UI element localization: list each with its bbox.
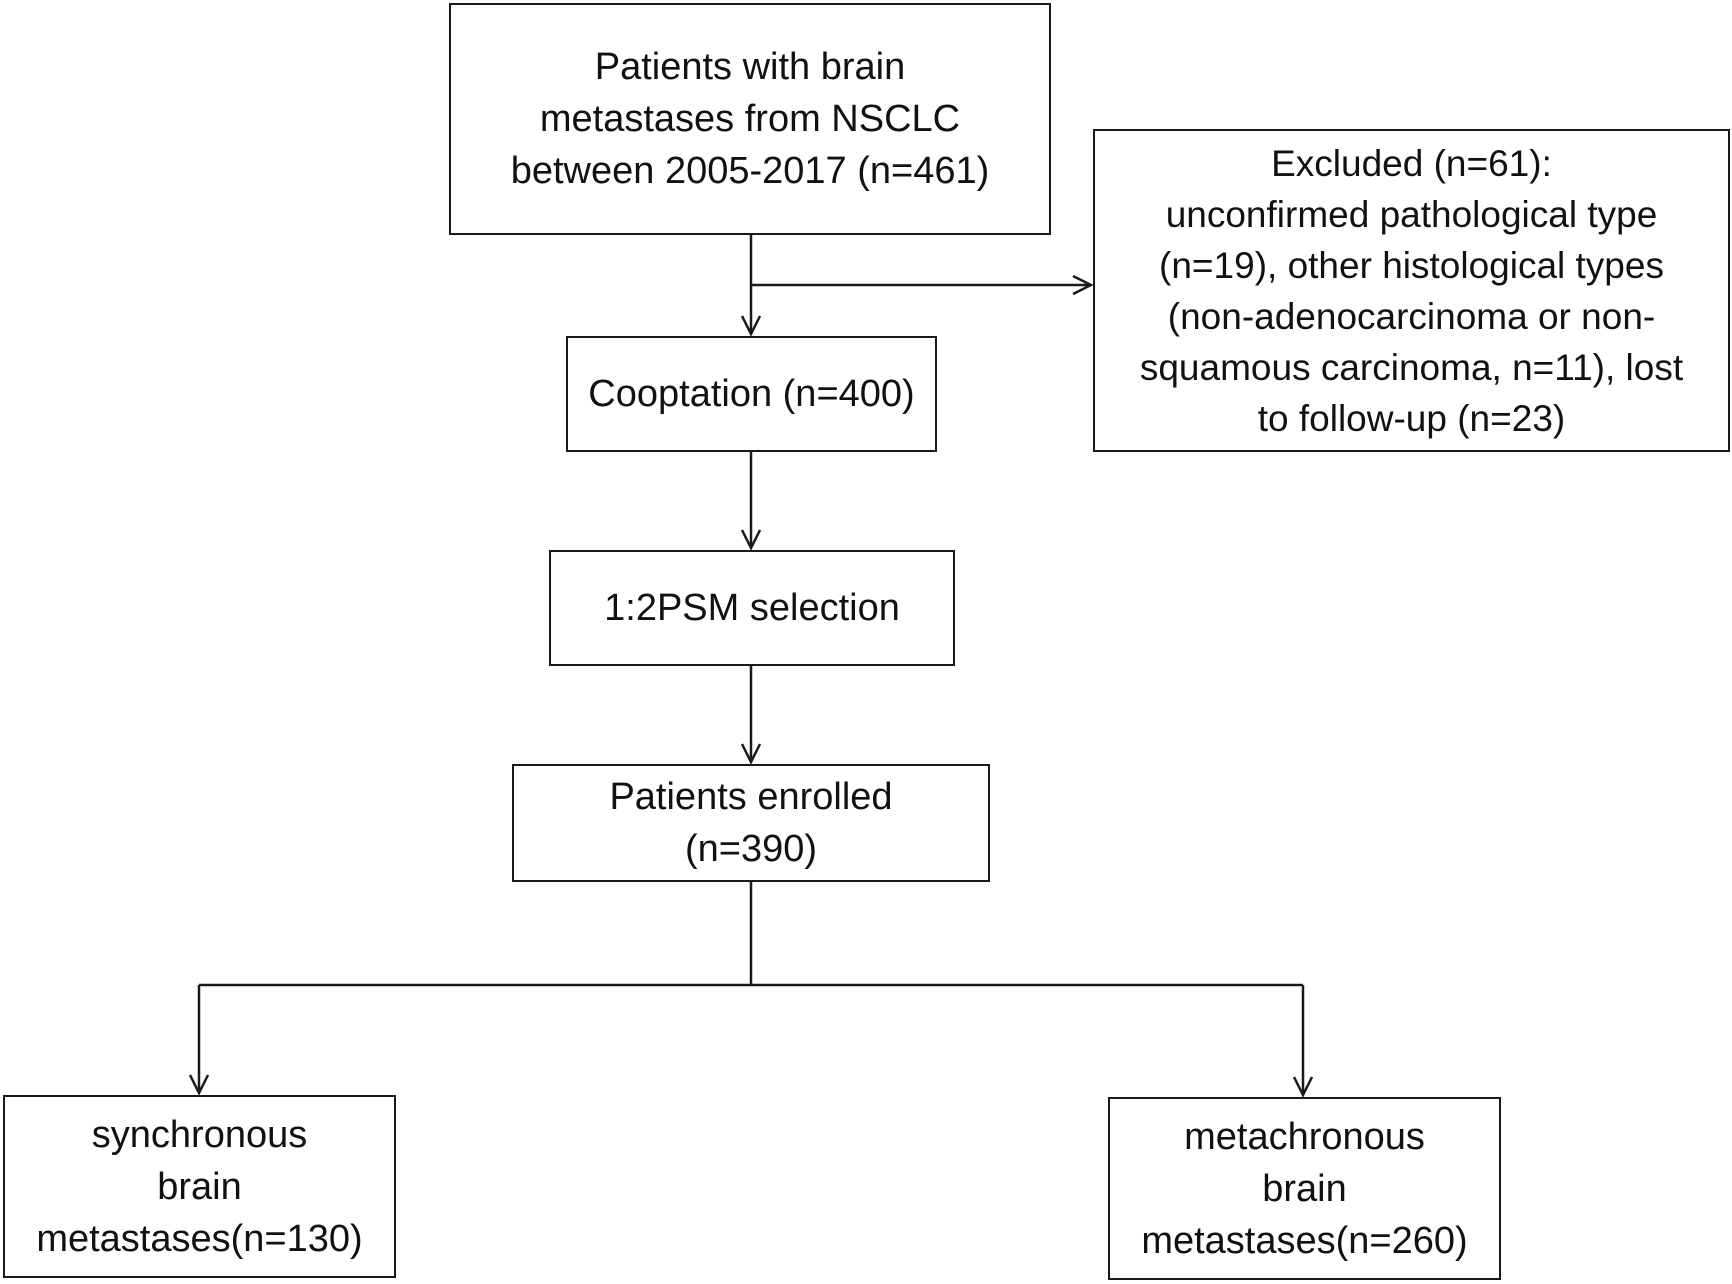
- excluded-line-3: (n=19), other histological types: [1159, 244, 1664, 286]
- cooptation-line-1: Cooptation (n=400): [588, 373, 915, 415]
- metachronous-line-2: brain: [1262, 1167, 1347, 1210]
- metachronous-box: metachronous brain metastases(n=260): [1108, 1097, 1501, 1280]
- excluded-line-1: Excluded (n=61):: [1271, 142, 1552, 184]
- initial-line-3: between 2005-2017 (n=461): [510, 150, 990, 192]
- psm-selection-box: 1:2PSM selection: [549, 550, 955, 666]
- metachronous-line-1: metachronous: [1184, 1115, 1425, 1158]
- excluded-box: Excluded (n=61): unconfirmed pathologica…: [1093, 129, 1730, 452]
- initial-patients-box: Patients with brain metastases from NSCL…: [449, 3, 1051, 235]
- excluded-line-6: to follow-up (n=23): [1257, 397, 1566, 439]
- metachronous-line-3: metastases(n=260): [1141, 1219, 1468, 1262]
- cooptation-box: Cooptation (n=400): [566, 336, 937, 452]
- enrolled-line-2: (n=390): [684, 828, 818, 870]
- excluded-line-4: (non-adenocarcinoma or non-: [1167, 295, 1656, 337]
- excluded-line-2: unconfirmed pathological type: [1165, 193, 1658, 235]
- enrolled-box: Patients enrolled (n=390): [512, 764, 990, 882]
- enrolled-line-1: Patients enrolled: [609, 776, 893, 818]
- excluded-line-5: squamous carcinoma, n=11), lost: [1139, 346, 1684, 388]
- initial-line-1: Patients with brain: [594, 46, 906, 88]
- psm-line-1: 1:2PSM selection: [604, 587, 900, 629]
- initial-line-2: metastases from NSCLC: [539, 98, 961, 140]
- synchronous-line-3: metastases(n=130): [36, 1217, 363, 1260]
- synchronous-line-2: brain: [157, 1165, 242, 1208]
- synchronous-line-1: synchronous: [91, 1113, 308, 1156]
- synchronous-box: synchronous brain metastases(n=130): [3, 1095, 396, 1278]
